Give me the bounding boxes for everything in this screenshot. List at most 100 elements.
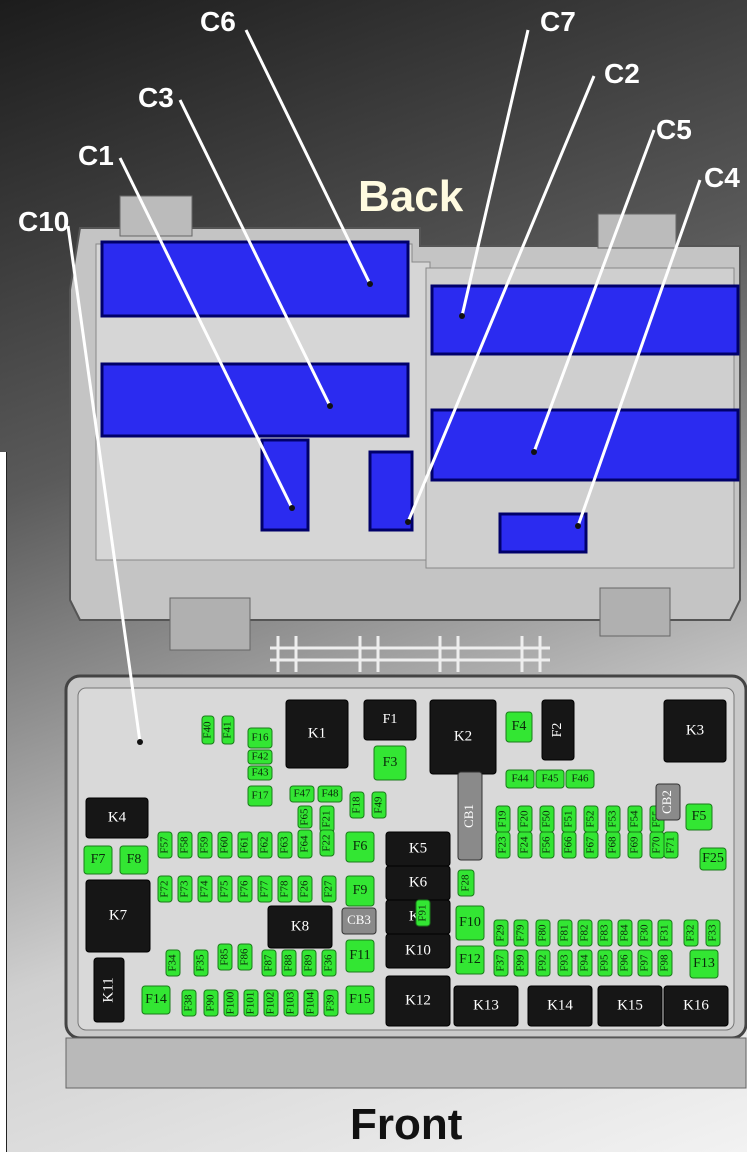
fuse-f26 bbox=[297, 875, 313, 903]
fuse-label-f94: F94 bbox=[579, 954, 591, 972]
fuse-label-f46: F46 bbox=[571, 773, 589, 785]
fuse-label-f43: F43 bbox=[251, 767, 269, 779]
fuse-f27 bbox=[321, 875, 337, 903]
fuse-label-f5: F5 bbox=[692, 809, 707, 824]
fuse-f31 bbox=[657, 919, 673, 947]
leader-dot-c6 bbox=[367, 281, 373, 287]
relay-label-k4: K4 bbox=[108, 809, 127, 825]
fuse-label-f6: F6 bbox=[353, 839, 368, 854]
fuse-f79 bbox=[513, 919, 529, 947]
fuse-f77 bbox=[257, 875, 273, 903]
fuse-label-f30: F30 bbox=[639, 924, 651, 942]
fuse-label-f11: F11 bbox=[349, 948, 370, 963]
fuse-f90 bbox=[203, 989, 219, 1017]
fuse-f47 bbox=[289, 785, 315, 803]
back-heading: Back bbox=[358, 172, 464, 221]
leader-line-c2 bbox=[406, 75, 596, 523]
fuse-label-f100: F100 bbox=[225, 991, 237, 1014]
fuse-label-f10: F10 bbox=[459, 915, 481, 930]
fuse-label-f28: F28 bbox=[460, 874, 472, 892]
fuse-f84 bbox=[617, 919, 633, 947]
fuse-label-f91: F91 bbox=[417, 904, 429, 921]
fuse-label-f97: F97 bbox=[639, 954, 651, 972]
fuse-label-f68: F68 bbox=[607, 836, 619, 854]
leader-dot-c10 bbox=[137, 739, 143, 745]
relay-k3 bbox=[663, 699, 727, 763]
fuse-f99 bbox=[513, 949, 529, 977]
leader-line-c4 bbox=[576, 179, 702, 527]
fuse-f7 bbox=[83, 845, 113, 875]
fuse-label-f29: F29 bbox=[495, 924, 507, 942]
leader-dot-c5 bbox=[531, 449, 537, 455]
fuse-f72 bbox=[157, 875, 173, 903]
fuse-label-f87: F87 bbox=[263, 954, 275, 972]
fuse-label-f14: F14 bbox=[145, 992, 167, 1007]
fuse-label-f57: F57 bbox=[159, 836, 171, 854]
fuse-f56 bbox=[539, 831, 555, 859]
fuse-f28 bbox=[457, 869, 475, 897]
fuse-label-f35: F35 bbox=[195, 954, 207, 972]
fuse-f24 bbox=[517, 831, 533, 859]
fuse-f12 bbox=[455, 945, 485, 975]
fuse-f41 bbox=[221, 715, 235, 745]
fuse-f11 bbox=[345, 939, 375, 973]
fuse-f63 bbox=[277, 831, 293, 859]
fuse-f96 bbox=[617, 949, 633, 977]
fuse-f61 bbox=[237, 831, 253, 859]
fuse-label-f17: F17 bbox=[251, 790, 269, 802]
fuse-label-f59: F59 bbox=[199, 836, 211, 854]
fuse-label-f95: F95 bbox=[599, 954, 611, 972]
fuse-f67 bbox=[583, 831, 599, 859]
leader-dot-c2 bbox=[405, 519, 411, 525]
fuse-label-f67: F67 bbox=[585, 836, 597, 854]
fuse-f68 bbox=[605, 831, 621, 859]
fuse-label-f104: F104 bbox=[305, 991, 317, 1014]
relay-label-k13: K13 bbox=[473, 997, 499, 1013]
fuse-f30 bbox=[637, 919, 653, 947]
relay-k14 bbox=[527, 985, 593, 1027]
fuse-f88 bbox=[281, 949, 297, 977]
fuse-f60 bbox=[217, 831, 233, 859]
fuse-f14 bbox=[141, 985, 171, 1015]
fuse-label-f98: F98 bbox=[659, 954, 671, 972]
relay-k1 bbox=[285, 699, 349, 769]
fuse-label-f22: F22 bbox=[321, 834, 333, 851]
fuse-label-f85: F85 bbox=[219, 948, 231, 966]
fuse-label-f7: F7 bbox=[91, 852, 106, 867]
fuse-f10 bbox=[455, 905, 485, 941]
relay-k8 bbox=[267, 905, 333, 949]
fuse-f82 bbox=[577, 919, 593, 947]
fuse-f33 bbox=[705, 919, 721, 947]
fuse-f45 bbox=[535, 769, 565, 789]
fuse-label-f32: F32 bbox=[685, 924, 697, 941]
label-c5: C5 bbox=[656, 114, 692, 145]
fuse-f102 bbox=[263, 989, 279, 1017]
fuse-f57 bbox=[157, 831, 173, 859]
fuse-f39 bbox=[323, 989, 339, 1017]
leader-lines bbox=[66, 29, 702, 745]
fuse-label-f51: F51 bbox=[563, 810, 575, 827]
fuse-f87 bbox=[261, 949, 277, 977]
fuse-label-f80: F80 bbox=[537, 924, 549, 942]
fuse-label-f49: F49 bbox=[373, 796, 385, 814]
fuse-label-f60: F60 bbox=[219, 836, 231, 854]
relay-label-k14: K14 bbox=[547, 997, 573, 1013]
fuse-f6 bbox=[345, 831, 375, 863]
fuse-label-f20: F20 bbox=[519, 810, 531, 828]
breaker-cb3 bbox=[341, 907, 377, 935]
fuse-f59 bbox=[197, 831, 213, 859]
fuse-f100 bbox=[223, 989, 239, 1017]
fuse-f5 bbox=[685, 803, 713, 831]
hinge-ladder bbox=[270, 636, 550, 672]
fuse-f69 bbox=[627, 831, 643, 859]
fuse-f44 bbox=[505, 769, 535, 789]
fuse-label-f61: F61 bbox=[239, 836, 251, 853]
relay-k15 bbox=[597, 985, 663, 1027]
fuse-f81 bbox=[557, 919, 573, 947]
fuse-label-f78: F78 bbox=[279, 880, 291, 898]
fuse-label-f81: F81 bbox=[559, 924, 571, 941]
relay-label-k3: K3 bbox=[686, 722, 704, 738]
fuse-label-f102: F102 bbox=[265, 992, 277, 1015]
